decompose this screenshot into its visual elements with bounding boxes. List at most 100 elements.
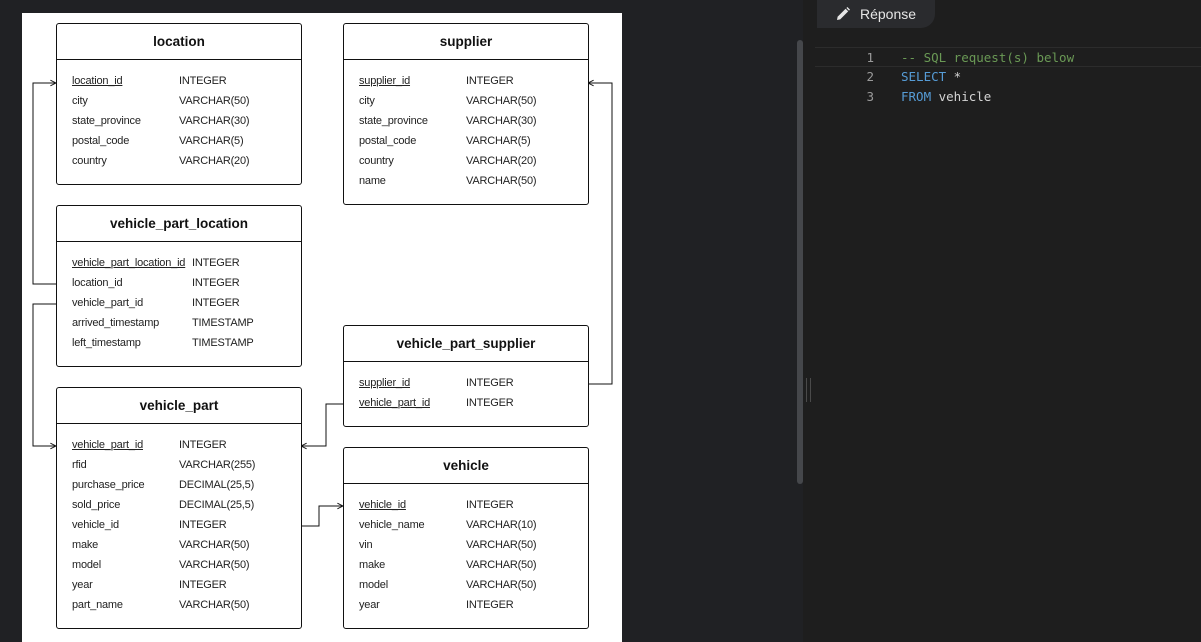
column-row: country VARCHAR(20) [344, 151, 588, 171]
column-type: VARCHAR(5) [466, 135, 531, 147]
column-type: INTEGER [192, 257, 240, 269]
column-name: vin [359, 539, 373, 551]
column-type: VARCHAR(50) [466, 539, 537, 551]
column-name: vehicle_part_id [72, 297, 143, 309]
column-type: TIMESTAMP [192, 337, 254, 349]
column-type: INTEGER [179, 439, 227, 451]
table-supplier[interactable]: supplier supplier_id INTEGER city VARCHAR(50… [343, 23, 589, 205]
column-name: make [72, 539, 99, 551]
column-type: VARCHAR(20) [466, 155, 537, 167]
tab-label: Réponse [860, 6, 917, 22]
column-type: VARCHAR(50) [466, 579, 537, 591]
column-name: name [359, 175, 386, 187]
column-name: state_province [359, 115, 428, 127]
column-name: postal_code [72, 135, 130, 147]
column-row: make VARCHAR(50) [57, 535, 301, 555]
column-type: DECIMAL(25,5) [179, 479, 255, 491]
column-row: vehicle_part_id INTEGER [57, 293, 301, 313]
relationship-lines [32, 13, 613, 527]
splitter-grip-icon[interactable] [806, 378, 811, 402]
column-type: VARCHAR(50) [179, 559, 250, 571]
table-title: vehicle_part_supplier [344, 326, 588, 362]
table-title: supplier [344, 24, 588, 60]
column-type: VARCHAR(50) [179, 95, 250, 107]
column-name: left_timestamp [72, 337, 141, 349]
column-type: VARCHAR(50) [466, 559, 537, 571]
column-name: country [359, 155, 394, 167]
column-row: location_id INTEGER [57, 273, 301, 293]
column-type: VARCHAR(30) [179, 115, 250, 127]
column-type: TIMESTAMP [192, 317, 254, 329]
code-token-plain: vehicle [931, 89, 992, 104]
column-type: VARCHAR(50) [179, 599, 250, 611]
column-name: city [359, 95, 375, 107]
column-type: INTEGER [466, 499, 514, 511]
code-line[interactable]: 2 SELECT * [815, 67, 1201, 87]
column-name: part_name [72, 599, 123, 611]
column-name: location_id [72, 277, 123, 289]
column-row: model VARCHAR(50) [344, 575, 588, 595]
column-row: vehicle_part_id INTEGER [344, 393, 588, 413]
column-name: model [359, 579, 388, 591]
link-vehicle-part-supplier [301, 403, 343, 446]
code-token-keyword: SELECT [901, 69, 947, 84]
code-token-comment: -- SQL request(s) below [901, 50, 1075, 65]
column-name: country [72, 155, 107, 167]
pane-splitter[interactable] [803, 0, 815, 642]
column-type: VARCHAR(255) [179, 459, 256, 471]
column-type: VARCHAR(50) [466, 95, 537, 107]
vertical-scrollbar[interactable] [797, 40, 803, 484]
line-number: 2 [866, 69, 874, 84]
column-name: model [72, 559, 101, 571]
column-row: model VARCHAR(50) [57, 555, 301, 575]
tab-reponse[interactable]: Réponse [817, 0, 935, 28]
column-row: city VARCHAR(50) [344, 91, 588, 111]
column-type: INTEGER [466, 75, 514, 87]
column-type: INTEGER [192, 277, 240, 289]
code-text: -- SQL request(s) below [901, 48, 1074, 68]
column-name: vehicle_id [72, 519, 119, 531]
column-type: INTEGER [466, 397, 514, 409]
column-type: VARCHAR(50) [179, 539, 250, 551]
column-name: state_province [72, 115, 141, 127]
column-row: part_name VARCHAR(50) [57, 595, 301, 615]
table-title: vehicle_part [57, 388, 301, 424]
link-vehicle [301, 506, 343, 527]
column-name: vehicle_name [359, 519, 425, 531]
column-row: vin VARCHAR(50) [344, 535, 588, 555]
column-name: city [72, 95, 88, 107]
link-supplier [588, 83, 613, 385]
column-name: vehicle_part_location_id [72, 257, 186, 269]
column-type: INTEGER [192, 297, 240, 309]
code-text: SELECT * [901, 67, 961, 87]
table-title: vehicle [344, 448, 588, 484]
column-name: make [359, 559, 386, 571]
column-name: supplier_id [359, 75, 411, 87]
column-name: vehicle_part_id [359, 397, 430, 409]
column-row: supplier_id INTEGER [344, 71, 588, 91]
column-type: INTEGER [466, 377, 514, 389]
column-row: vehicle_part_location_id INTEGER [57, 253, 301, 273]
column-name: sold_price [72, 499, 121, 511]
code-line[interactable]: 1-- SQL request(s) below [815, 47, 1201, 67]
